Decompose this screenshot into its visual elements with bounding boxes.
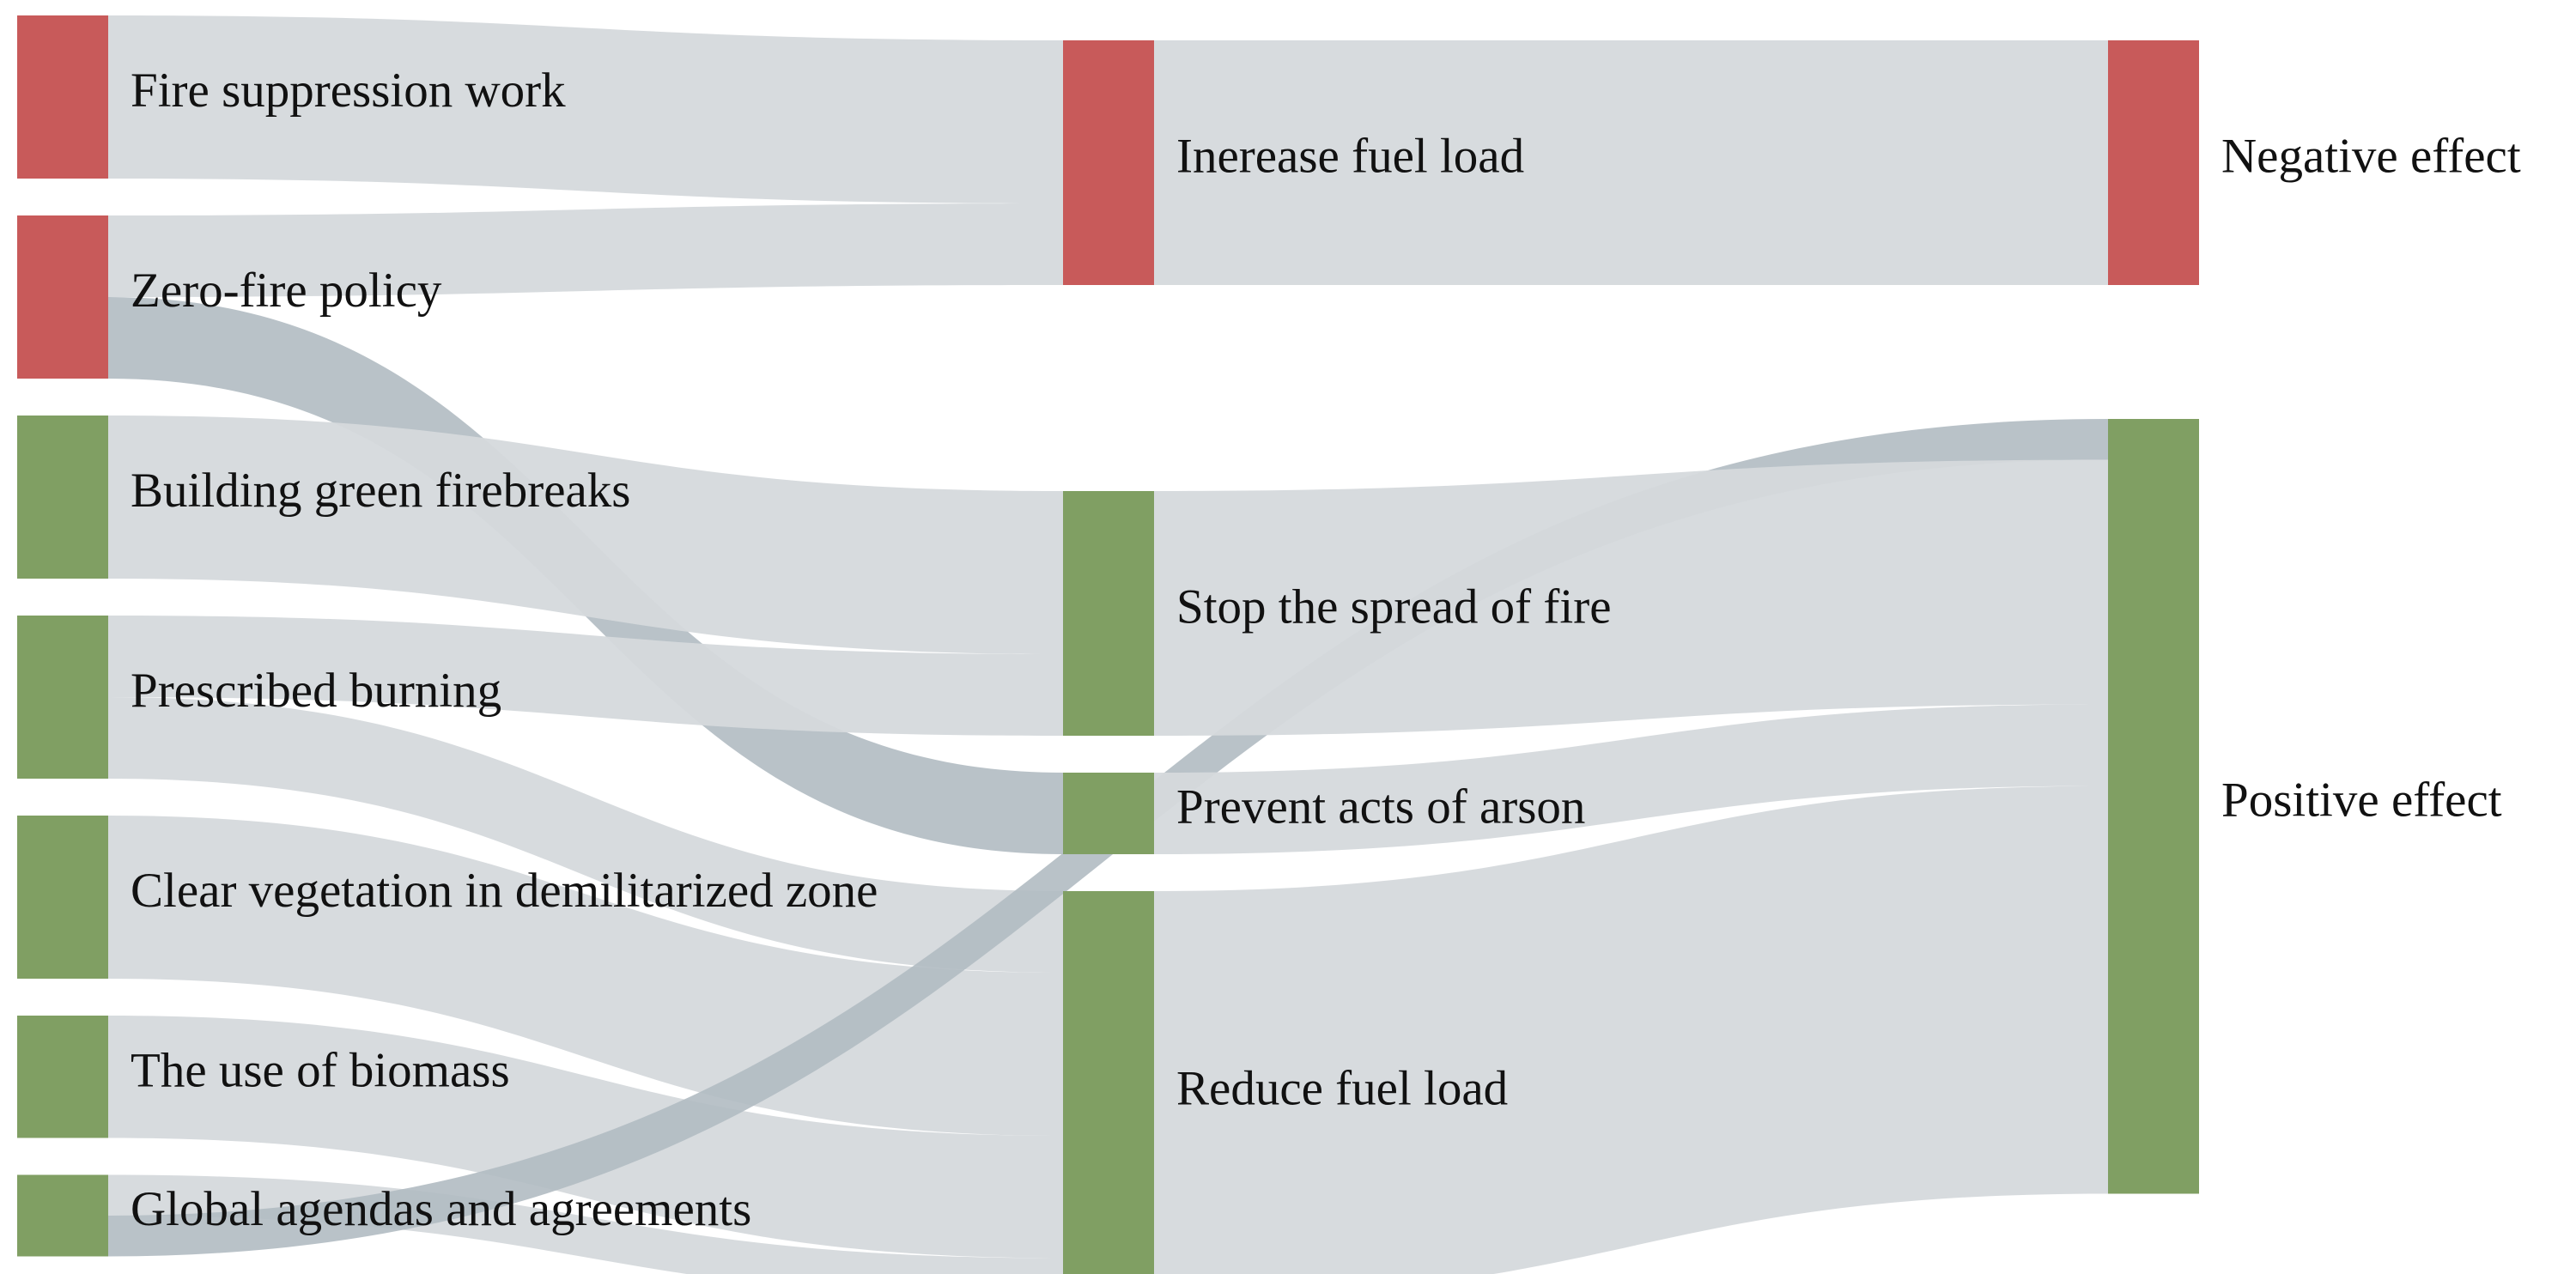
node-prevent_arson — [1063, 773, 1154, 854]
node-label-fire_suppression: Fire suppression work — [131, 64, 566, 118]
node-label-global_agendas: Global agendas and agreements — [131, 1182, 751, 1236]
link-fire_suppression-to-increase_fuel — [108, 15, 1063, 203]
link-green_firebreaks-to-stop_spread — [108, 416, 1063, 654]
node-label-prevent_arson: Prevent acts of arson — [1176, 780, 1585, 834]
node-stop_spread — [1063, 491, 1154, 736]
node-reduce_fuel — [1063, 891, 1154, 1274]
node-biomass — [17, 1016, 108, 1138]
node-label-negative_effect: Negative effect — [2221, 130, 2521, 184]
node-zero_fire — [17, 215, 108, 379]
link-biomass-to-reduce_fuel — [108, 1016, 1063, 1259]
node-negative_effect — [2108, 40, 2199, 285]
link-prescribed_burning-to-reduce_fuel — [108, 697, 1063, 973]
node-increase_fuel — [1063, 40, 1154, 285]
link-stop_spread-to-positive_effect — [1154, 459, 2108, 736]
node-label-biomass: The use of biomass — [131, 1043, 510, 1097]
node-global_agendas — [17, 1174, 108, 1257]
link-prevent_arson-to-positive_effect — [1154, 704, 2108, 854]
node-prescribed_burning — [17, 616, 108, 779]
node-label-green_firebreaks: Building green firebreaks — [131, 464, 630, 518]
link-zero_fire-to-increase_fuel — [108, 203, 1063, 297]
node-label-reduce_fuel: Reduce fuel load — [1176, 1062, 1508, 1116]
node-green_firebreaks — [17, 416, 108, 579]
nodes-layer — [17, 15, 2199, 1274]
node-clear_vegetation — [17, 816, 108, 979]
node-label-positive_effect: Positive effect — [2221, 773, 2502, 827]
node-fire_suppression — [17, 15, 108, 179]
node-label-clear_vegetation: Clear vegetation in demilitarized zone — [131, 864, 878, 918]
node-label-prescribed_burning: Prescribed burning — [131, 664, 501, 718]
node-positive_effect — [2108, 419, 2199, 1194]
link-prescribed_burning-to-stop_spread — [108, 616, 1063, 736]
node-label-increase_fuel: Inerease fuel load — [1176, 130, 1524, 184]
link-reduce_fuel-to-positive_effect — [1154, 786, 2108, 1274]
node-label-stop_spread: Stop the spread of fire — [1176, 580, 1612, 634]
link-increase_fuel-to-negative_effect — [1154, 40, 2108, 285]
node-label-zero_fire: Zero-fire policy — [131, 264, 442, 318]
